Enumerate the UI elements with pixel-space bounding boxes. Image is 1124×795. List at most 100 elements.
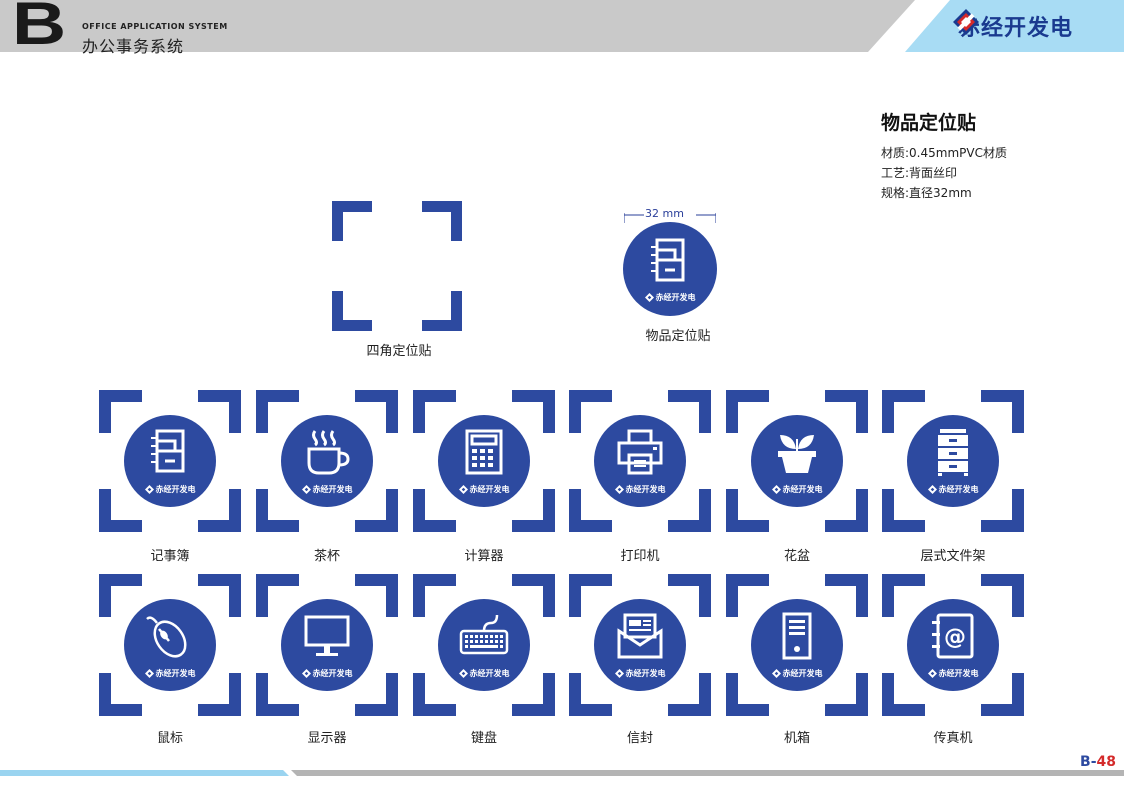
item-caption: 显示器 <box>307 731 347 746</box>
corner-frame <box>569 574 711 716</box>
header-band: B OFFICE APPLICATION SYSTEM 办公事务系统 赤经开发电 <box>0 0 1124 57</box>
sticker-mouse: 赤经开发电 <box>99 574 241 716</box>
sticker-disk: 赤经开发电 <box>594 415 686 507</box>
notebook-icon <box>151 429 185 473</box>
mini-brand-icon <box>301 485 311 494</box>
mouse-icon <box>146 616 187 658</box>
item-caption: 记事簿 <box>150 549 190 564</box>
fax-icon: @ <box>932 613 974 659</box>
mini-brand-name: 赤经开发电 <box>782 669 823 678</box>
corner-frame <box>256 574 398 716</box>
mini-brand-name: 赤经开发电 <box>312 485 353 494</box>
sticker-computer-case: 赤经开发电 <box>726 574 868 716</box>
sticker-monitor: 赤经开发电 <box>256 574 398 716</box>
sticker-disk: 赤经开发电 <box>594 599 686 691</box>
corner-frame <box>726 390 868 532</box>
spec-size: 规格:直径32mm <box>881 186 972 200</box>
system-title-zh: 办公事务系统 <box>82 37 185 56</box>
corner-frame <box>99 574 241 716</box>
spec-process: 工艺:背面丝印 <box>881 166 958 180</box>
item-caption: 计算器 <box>464 549 504 564</box>
sticker-tea-cup: 赤经开发电 <box>256 390 398 532</box>
page-number: B-48 <box>1080 754 1116 770</box>
sticker-keyboard: 赤经开发电 <box>413 574 555 716</box>
flower-pot-icon <box>778 435 816 473</box>
envelope-icon <box>617 613 663 659</box>
mini-brand-name: 赤经开发电 <box>469 485 510 494</box>
mini-brand-icon <box>771 669 781 678</box>
mini-brand-icon <box>927 669 937 678</box>
mini-brand-name: 赤经开发电 <box>782 485 823 494</box>
corner-demo-caption: 四角定位贴 <box>366 344 432 359</box>
dimension-line <box>624 213 716 223</box>
item-caption: 打印机 <box>620 549 660 564</box>
system-title-en: OFFICE APPLICATION SYSTEM <box>82 22 228 31</box>
mini-brand-icon <box>144 485 154 494</box>
keyboard-icon <box>459 614 509 655</box>
file-rack-icon <box>938 429 968 476</box>
dimension-label: 32 mm <box>645 207 684 220</box>
mini-brand-icon <box>144 669 154 678</box>
item-caption: 层式文件架 <box>920 549 986 564</box>
sticker-file-rack: 赤经开发电 <box>882 390 1024 532</box>
item-caption: 信封 <box>626 731 653 746</box>
corner-frame <box>726 574 868 716</box>
mini-brand-name: 赤经开发电 <box>469 669 510 678</box>
circle-demo-caption: 物品定位贴 <box>645 329 711 344</box>
sticker-notebook: 赤经开发电 <box>99 390 241 532</box>
sticker-disk: 赤经开发电 <box>751 599 843 691</box>
mini-brand-icon <box>614 485 624 494</box>
sticker-disk: 赤经开发电 <box>124 415 216 507</box>
mini-brand-icon <box>614 669 624 678</box>
section-letter: B <box>12 0 67 57</box>
item-caption: 花盆 <box>783 549 810 564</box>
brand-mark-icon <box>953 9 979 35</box>
corner-frame <box>569 390 711 532</box>
mini-brand-name: 赤经开发电 <box>312 669 353 678</box>
printer-icon <box>617 429 663 475</box>
mini-brand-icon <box>458 669 468 678</box>
item-caption: 传真机 <box>933 731 973 746</box>
sticker-disk: 赤经开发电 <box>907 415 999 507</box>
item-caption: 键盘 <box>470 731 497 746</box>
mini-brand-name: 赤经开发电 <box>155 669 196 678</box>
mini-brand-name: 赤经开发电 <box>938 669 979 678</box>
sticker-flower-pot: 赤经开发电 <box>726 390 868 532</box>
spec-material: 材质:0.45mmPVC材质 <box>881 146 1007 160</box>
tea-cup-icon <box>307 430 350 475</box>
sticker-disk: 赤经开发电 <box>438 415 530 507</box>
header-background <box>0 0 1124 52</box>
corner-frame <box>413 390 555 532</box>
corner-frame <box>99 390 241 532</box>
item-caption: 鼠标 <box>156 731 183 746</box>
corner-frame <box>413 574 555 716</box>
sticker-disk: 赤经开发电 <box>438 599 530 691</box>
sticker-disk: 赤经开发电 <box>281 599 373 691</box>
footer-bar <box>0 770 1124 776</box>
mini-brand-icon <box>771 485 781 494</box>
sticker-disk: @ 赤经开发电 <box>907 599 999 691</box>
sticker-envelope: 赤经开发电 <box>569 574 711 716</box>
item-caption: 机箱 <box>783 731 810 746</box>
mini-brand-name: 赤经开发电 <box>155 485 196 494</box>
mini-brand-icon <box>458 485 468 494</box>
sticker-disk: 赤经开发电 <box>751 415 843 507</box>
mini-brand-name: 赤经开发电 <box>655 293 696 302</box>
notebook-icon <box>651 238 685 282</box>
sticker-fax: @ 赤经开发电 <box>882 574 1024 716</box>
corner-frame <box>882 390 1024 532</box>
spec-title: 物品定位贴 <box>881 112 977 134</box>
sticker-disk: 赤经开发电 <box>281 415 373 507</box>
computer-case-icon <box>782 612 812 660</box>
brand-logo: 赤经开发电 <box>952 8 1073 44</box>
svg-text:@: @ <box>944 625 966 650</box>
sticker-calculator: 赤经开发电 <box>413 390 555 532</box>
calculator-icon <box>465 429 503 475</box>
mini-brand-icon <box>301 669 311 678</box>
corner-frame <box>882 574 1024 716</box>
corner-locator-demo <box>332 201 462 331</box>
mini-brand-icon <box>927 485 937 494</box>
sticker-disk: 赤经开发电 <box>124 599 216 691</box>
corner-frame <box>256 390 398 532</box>
mini-brand-name: 赤经开发电 <box>938 485 979 494</box>
